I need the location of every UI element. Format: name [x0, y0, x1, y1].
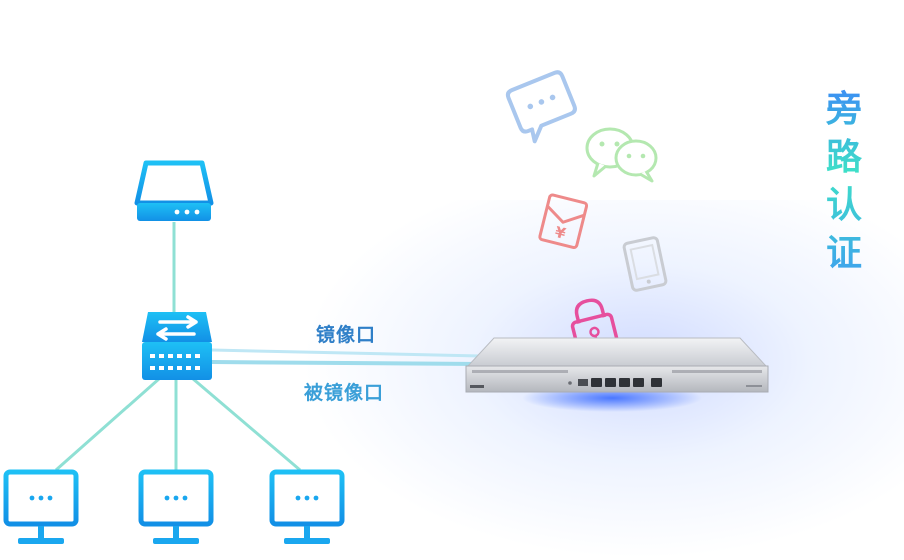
title-char: 证 — [825, 233, 862, 274]
link-switch-monitor-right — [191, 376, 301, 472]
tablet-icon — [622, 236, 668, 292]
monitor-icon — [138, 469, 214, 544]
mirror-port-label: 镜像口 — [316, 324, 377, 346]
svg-text:¥: ¥ — [553, 223, 568, 243]
mirrored-port-label: 被镜像口 — [304, 382, 385, 404]
storage-server-icon — [134, 160, 214, 221]
switch-icon — [142, 312, 212, 380]
title-char: 认 — [825, 185, 862, 226]
chat-bubble-icon — [505, 70, 577, 144]
bypass-auth-title: 旁 路 认 证 — [822, 86, 866, 278]
wechat-icon — [585, 127, 658, 183]
authentication-appliance-icon — [465, 337, 769, 412]
red-envelope-icon: ¥ — [538, 193, 589, 250]
connection-lines — [55, 222, 481, 472]
link-switch-monitor-left — [55, 376, 161, 472]
monitor-icon — [269, 469, 345, 544]
mirror-link-lower — [211, 360, 481, 366]
mirror-link-upper — [211, 348, 481, 358]
title-char: 路 — [825, 137, 862, 178]
monitor-icon — [3, 469, 79, 544]
title-char: 旁 — [825, 89, 862, 130]
